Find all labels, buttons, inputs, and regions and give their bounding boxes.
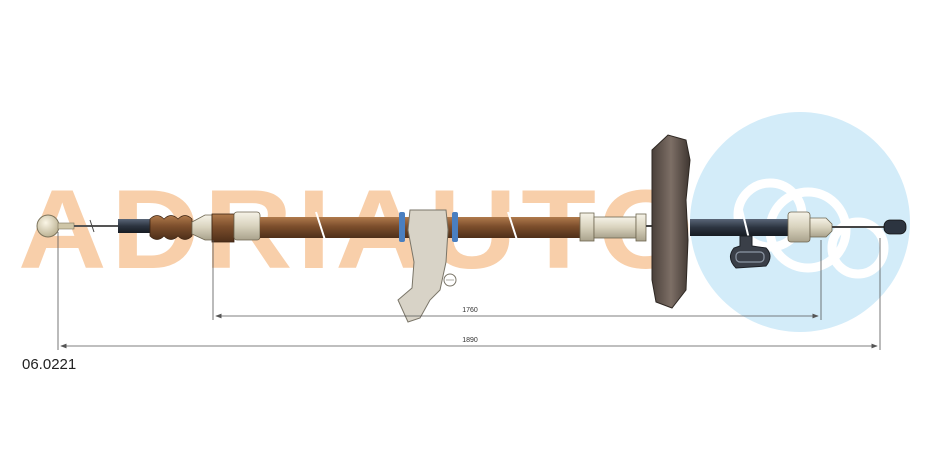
mounting-bracket xyxy=(397,209,457,323)
cable-dark-section xyxy=(690,219,790,236)
ferrule-center xyxy=(579,212,595,242)
cable-assembly xyxy=(36,134,907,323)
ball-end xyxy=(36,214,60,238)
part-number: 06.0221 xyxy=(22,356,77,373)
end-nipple xyxy=(883,219,907,235)
ferrule-left xyxy=(233,211,261,241)
dimension-inner: 1760 xyxy=(212,240,822,320)
seal-left xyxy=(399,212,405,242)
seal-right xyxy=(452,212,458,242)
ball-neck xyxy=(57,222,75,230)
dimension-inner-label: 1760 xyxy=(462,307,478,314)
grommet xyxy=(651,134,691,309)
bellows-boot xyxy=(118,215,193,240)
dimension-overall: 1890 xyxy=(57,232,881,350)
threaded-fitting xyxy=(787,211,811,243)
fitting-bracket xyxy=(211,213,235,243)
dimension-overall-label: 1890 xyxy=(462,337,478,344)
cable-clip xyxy=(730,235,771,269)
